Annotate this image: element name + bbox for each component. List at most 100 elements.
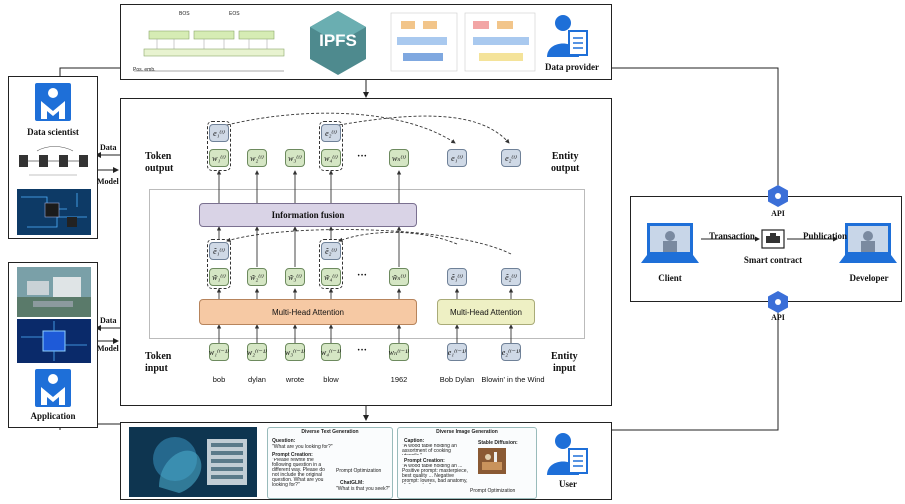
city-aerial-image — [17, 267, 91, 317]
ipfs-logo-icon — [310, 11, 366, 75]
word-blow: blow — [323, 375, 339, 384]
token-output-line-1: Token — [145, 151, 172, 162]
client-label: Client — [658, 273, 682, 283]
input-token-w1: w₁⁽ⁱ⁻¹⁾ — [209, 343, 229, 361]
stable-diffusion-label: Stable Diffusion: — [478, 440, 518, 446]
generated-kitchen-image — [478, 448, 506, 474]
data-provider-person-icon — [547, 15, 588, 57]
input-entity-e1: e₁⁽ⁱ⁻¹⁾ — [447, 343, 467, 361]
chip-circuit-image — [17, 319, 91, 363]
transaction-arrows — [701, 236, 838, 242]
developer-label: Developer — [849, 273, 889, 283]
output-entity-e1: e₁⁽ⁱ⁾ — [209, 124, 229, 142]
token-output-line-2: output — [145, 163, 174, 174]
prompt-text-2: "A wood table holding an ... Positive pr… — [402, 464, 468, 484]
arrow-data-label-1: Data — [100, 143, 117, 152]
inner-frame — [149, 189, 585, 339]
multi-head-attention-tokens: Multi-Head Attention — [199, 299, 417, 325]
word-dylan: dylan — [248, 375, 266, 384]
mid-token-wn: w̃ₙ⁽ⁱ⁾ — [389, 268, 409, 286]
mid-token-w2: w̃₂⁽ⁱ⁾ — [247, 268, 267, 286]
entity-input-line-2: input — [552, 363, 576, 374]
ellipsis-output: ··· — [357, 151, 368, 162]
output-token-w2: w₂⁽ⁱ⁾ — [247, 149, 267, 167]
input-token-w2: w₂⁽ⁱ⁻¹⁾ — [247, 343, 267, 361]
data-provider-panel: BOS EOS Pos. emb. IPFS Data provider — [120, 4, 612, 80]
api-top-label: API — [771, 209, 785, 218]
user-panel: Diverse Text Generation Question: "What … — [120, 422, 612, 500]
text-gen-title: Diverse Text Generation — [301, 429, 359, 435]
arrow-model-label-2: Model — [97, 344, 119, 353]
output-token-w3: w₃⁽ⁱ⁾ — [285, 149, 305, 167]
dashed-group-4 — [319, 121, 343, 171]
caption-text: "A wood table holding an assortment of c… — [402, 444, 457, 455]
output-entity-e2: e₂⁽ⁱ⁾ — [321, 124, 341, 142]
mid-entity-e2: ẽ₂⁽ⁱ⁾ — [321, 242, 341, 260]
output-entity-out-e2: e₂⁽ⁱ⁾ — [501, 149, 521, 167]
token-input-line-1: Token — [145, 351, 172, 362]
caption-label: Caption: — [404, 438, 425, 444]
prompt-opt-label-2: Prompt Optimization — [470, 488, 516, 494]
mini-title-eos: EOS — [229, 11, 240, 17]
word-wrote: wrote — [285, 375, 305, 384]
data-scientist-logo-icon — [35, 83, 71, 121]
dashed-group-mid-4 — [319, 239, 343, 289]
prompt-creation-label-2: Prompt Creation: — [404, 458, 445, 464]
model-flow-thumbnail — [19, 146, 88, 176]
output-token-wn: wₙ⁽ⁱ⁾ — [389, 149, 409, 167]
user-person-icon — [547, 433, 588, 475]
chatglm-label: ChatGLM: — [340, 480, 364, 486]
image-gen-title: Diverse Image Generation — [436, 429, 498, 435]
ellipsis-mid: ··· — [357, 270, 368, 281]
smart-contract-label: Smart contract — [743, 255, 803, 265]
api-bottom-icon — [768, 291, 788, 313]
token-input-line-2: input — [145, 363, 168, 374]
input-token-w3: w₃⁽ⁱ⁻¹⁾ — [285, 343, 305, 361]
text-generation-panel: Diverse Text Generation Question: "What … — [267, 427, 393, 499]
data-provider-label: Data provider — [544, 62, 600, 72]
user-label: User — [559, 479, 577, 489]
prompt-text: "Please rewrite the following question i… — [272, 458, 325, 488]
multi-head-attention-entities: Multi-Head Attention — [437, 299, 535, 325]
data-scientist-panel: Data scientist — [8, 76, 98, 239]
publication-label: Publication — [803, 231, 848, 241]
word-1962: 1962 — [390, 375, 408, 384]
client-laptop-icon — [641, 223, 699, 263]
mid-entity-out-e1: ẽ₁⁽ⁱ⁾ — [447, 268, 467, 286]
question-text: "What are you looking for?" — [272, 444, 333, 450]
output-token-w1: w₁⁽ⁱ⁾ — [209, 149, 229, 167]
arrow-model-label-1: Model — [97, 177, 119, 186]
dashed-group-mid-1 — [207, 239, 231, 289]
input-token-w4: w₄⁽ⁱ⁻¹⁾ — [321, 343, 341, 361]
word-bob: bob — [212, 375, 226, 384]
word-bob-dylan: Bob Dylan — [439, 375, 475, 384]
mid-token-w4: w̃₄⁽ⁱ⁾ — [321, 268, 341, 286]
prompt-opt-label: Prompt Optimization — [336, 468, 382, 474]
mid-entity-out-e2: ẽ₂⁽ⁱ⁾ — [501, 268, 521, 286]
entity-output-label: Entity output — [551, 151, 579, 175]
application-panel: Application — [8, 262, 98, 428]
image-generation-panel: Diverse Image Generation Caption: "A woo… — [397, 427, 537, 499]
api-top-icon — [768, 185, 788, 207]
data-scientist-label: Data scientist — [27, 127, 79, 137]
information-fusion-block: Information fusion — [199, 203, 417, 227]
mid-token-w3: w̃₃⁽ⁱ⁾ — [285, 268, 305, 286]
output-token-w4: w₄⁽ⁱ⁾ — [321, 149, 341, 167]
question-label: Question: — [272, 438, 296, 444]
circuit-board-image — [17, 189, 91, 235]
prompt-creation-label: Prompt Creation: — [272, 452, 313, 458]
model-architecture-panel: Token output Entity output Token input E… — [120, 98, 612, 406]
application-label: Application — [30, 411, 76, 421]
ellipsis-input: ··· — [357, 345, 368, 356]
flow-arrows — [216, 112, 514, 343]
entity-input-label: Entity input — [551, 351, 578, 375]
token-input-label: Token input — [145, 351, 171, 375]
input-entity-e2: e₂⁽ⁱ⁻¹⁾ — [501, 343, 521, 361]
token-output-label: Token output — [145, 151, 173, 175]
smart-contract-icon — [761, 229, 785, 249]
developer-laptop-icon — [839, 223, 897, 263]
mid-token-w1: w̃₁⁽ⁱ⁾ — [209, 268, 229, 286]
entity-input-line-1: Entity — [551, 351, 578, 362]
mid-entity-e1: ẽ₁⁽ⁱ⁾ — [209, 242, 229, 260]
transaction-label: Transaction — [709, 231, 755, 241]
